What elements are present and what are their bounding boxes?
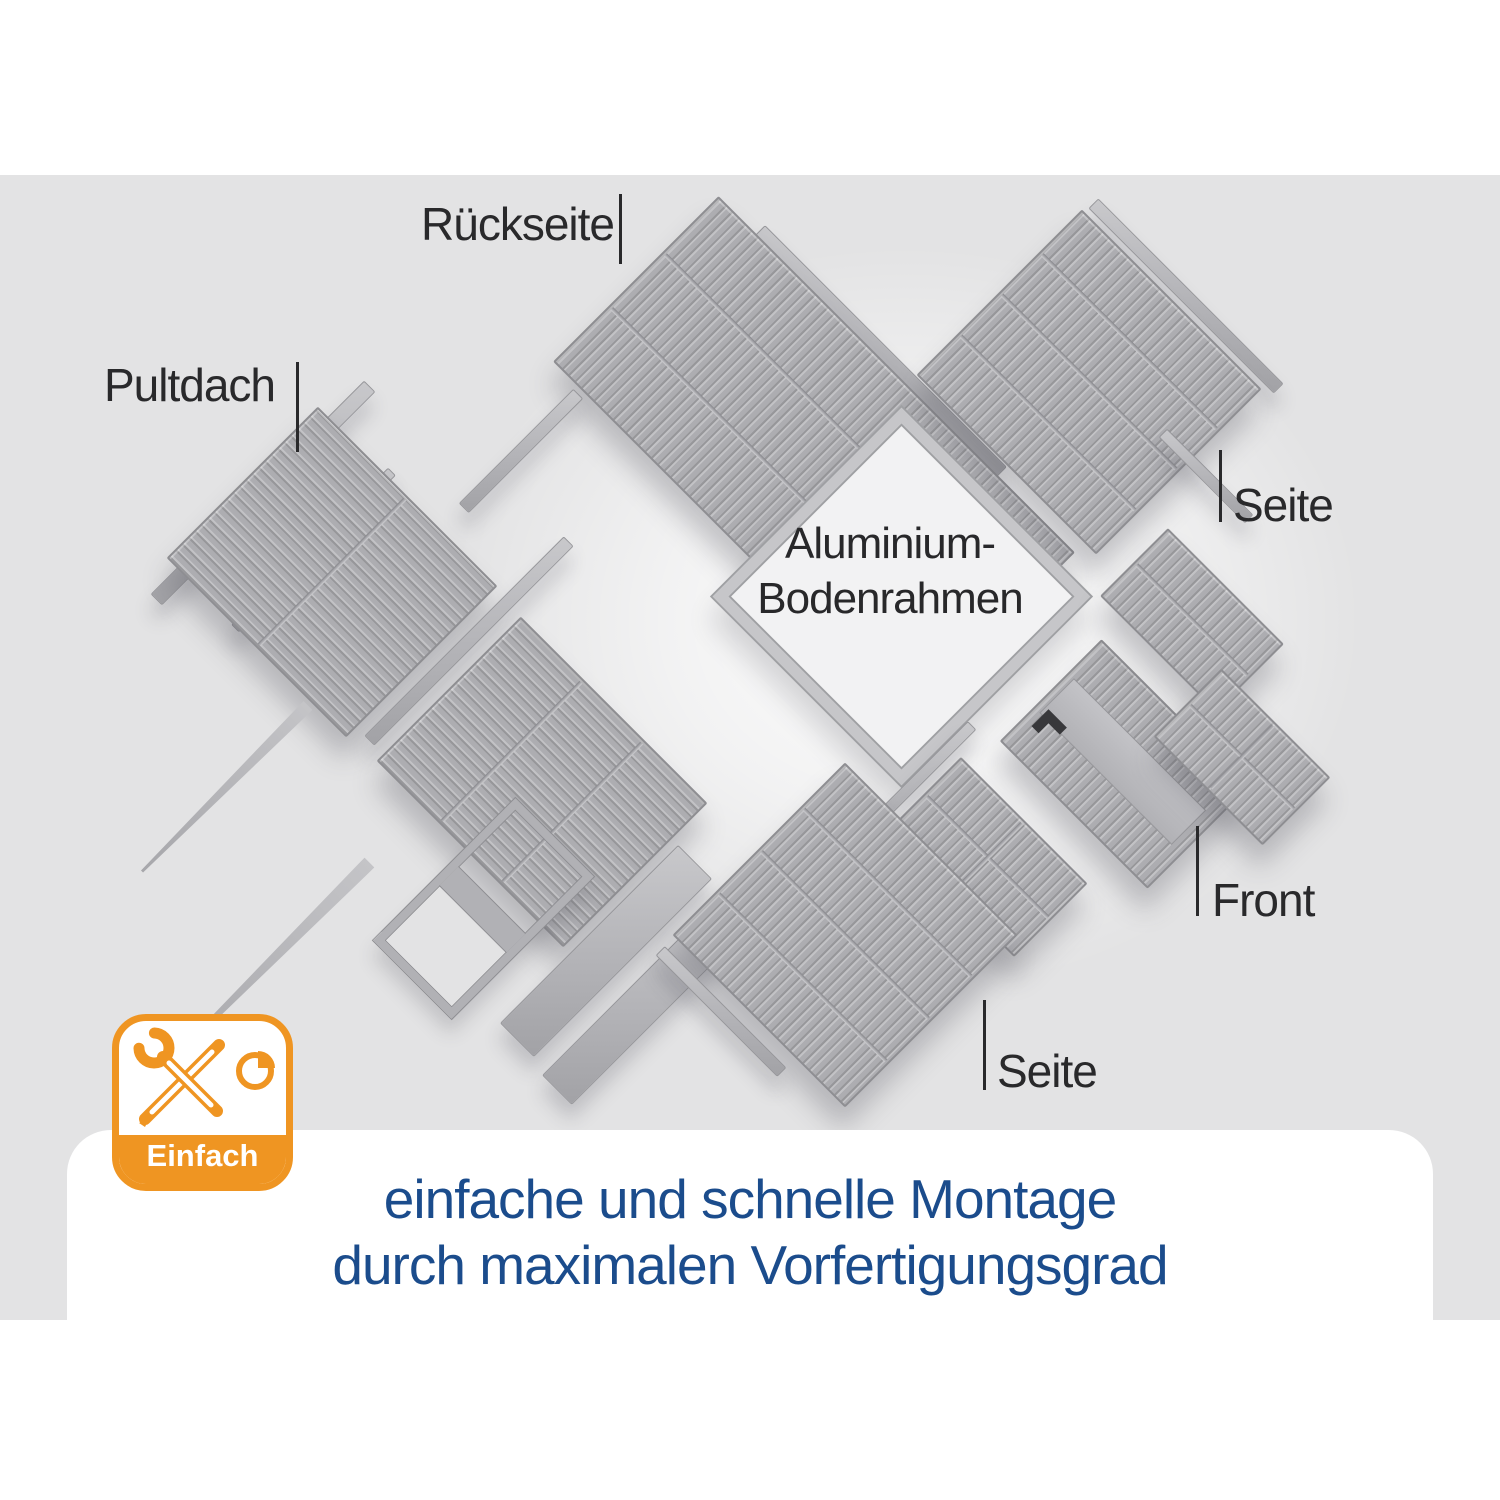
label-rueckseite: Rückseite — [421, 198, 615, 250]
label-bodenrahmen-line2: Bodenrahmen — [757, 574, 1023, 623]
panel-rib — [760, 850, 930, 1020]
caption-line-1: einfache und schnelle Montage — [383, 1168, 1117, 1230]
einfach-badge: Einfach — [112, 1014, 293, 1191]
label-line-rueckseite — [619, 194, 622, 264]
tools-icon — [133, 1027, 275, 1127]
label-pultdach: Pultdach — [104, 359, 276, 411]
label-bodenrahmen: Aluminium- Bodenrahmen — [690, 516, 1090, 626]
caption-line-2: durch maximalen Vorfertigungsgrad — [332, 1234, 1168, 1296]
label-line-pultdach — [296, 362, 299, 452]
caption-panel — [67, 1130, 1433, 1500]
label-bodenrahmen-line1: Aluminium- — [784, 519, 996, 568]
panel-rib — [1000, 293, 1178, 471]
label-seite-bottom: Seite — [997, 1045, 1098, 1097]
badge-label: Einfach — [146, 1138, 259, 1173]
caption: einfache und schnelle Montage durch maxi… — [67, 1166, 1433, 1298]
wrench-icon — [133, 1027, 223, 1117]
label-line-front — [1196, 826, 1199, 916]
panel-rib — [1041, 252, 1219, 430]
badge-strip — [119, 1135, 286, 1184]
panel-rib — [257, 497, 407, 647]
label-line-seite-right — [1219, 450, 1222, 522]
label-line-seite-bottom — [983, 1000, 986, 1090]
pie-chart-icon — [236, 1051, 275, 1090]
back-left-rail — [458, 388, 584, 514]
label-front: Front — [1212, 874, 1315, 926]
label-seite-right: Seite — [1233, 479, 1334, 531]
panel-rib — [1135, 563, 1249, 677]
roof-wedge-1 — [136, 699, 315, 878]
